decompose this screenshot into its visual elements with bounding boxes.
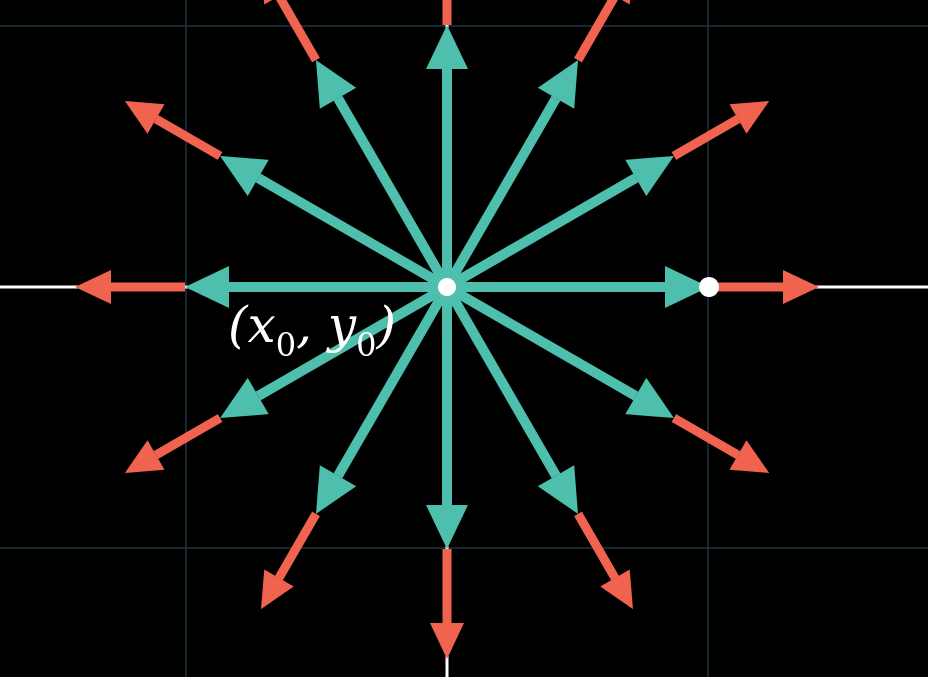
red-vector-240	[261, 511, 320, 610]
red-vector-210	[124, 414, 223, 473]
red-vector-120	[263, 0, 320, 63]
red-vector-set	[75, 0, 819, 659]
red-vector-60	[574, 0, 631, 63]
red-vector-270	[430, 549, 464, 659]
label-comma: ,	[296, 296, 328, 354]
red-vector-180-head	[75, 270, 111, 304]
red-vector-330-head	[729, 440, 770, 473]
teal-vector-120	[316, 60, 452, 290]
teal-vector-240-head	[316, 465, 357, 514]
teal-vector-240	[316, 284, 452, 514]
teal-vector-0	[447, 266, 709, 308]
teal-vector-120-shaft	[333, 95, 452, 290]
teal-vector-30-head	[625, 156, 674, 197]
teal-vector-150-head	[220, 156, 269, 197]
red-vector-270-head	[430, 623, 464, 659]
red-vector-330	[671, 414, 770, 473]
origin-point	[438, 278, 456, 296]
teal-vector-270-head	[426, 505, 468, 549]
red-vector-240-shaft	[275, 511, 320, 581]
red-vector-150-head	[124, 101, 165, 134]
red-vector-60-head	[621, 0, 631, 5]
teal-vector-30	[444, 156, 674, 292]
red-vector-300-head	[600, 569, 633, 610]
label-open-paren: (	[228, 296, 248, 354]
red-vector-120-shaft	[276, 0, 320, 63]
unit-marker-point	[699, 277, 719, 297]
label-x-subscript: 0	[275, 326, 297, 364]
teal-vector-180	[185, 266, 447, 308]
red-vector-150-shaft	[153, 115, 223, 160]
label-x: x	[247, 296, 276, 354]
red-vector-330-shaft	[671, 414, 741, 459]
teal-vector-210-head	[220, 377, 269, 418]
teal-vector-330-shaft	[444, 282, 639, 401]
red-vector-300	[574, 511, 633, 610]
teal-vector-90	[426, 25, 468, 287]
teal-vector-30-shaft	[444, 173, 639, 292]
red-vector-0-head	[783, 270, 819, 304]
points	[438, 277, 719, 297]
teal-vector-300-head	[537, 465, 578, 514]
teal-vector-330-head	[625, 377, 674, 418]
label-y-subscript: 0	[356, 326, 377, 364]
red-vector-30-head	[729, 101, 770, 134]
teal-vector-60	[442, 60, 578, 290]
point-label-x0-y0: (x0, y0)	[228, 300, 396, 361]
red-vector-30	[671, 101, 770, 160]
red-vector-240-head	[261, 569, 294, 610]
label-close-paren: )	[376, 296, 396, 354]
teal-vector-120-head	[316, 60, 357, 109]
red-vector-60-shaft	[574, 0, 618, 63]
red-vector-180	[75, 270, 185, 304]
teal-vector-210-shaft	[255, 282, 450, 401]
teal-vector-60-head	[537, 60, 578, 109]
teal-vector-300	[442, 284, 578, 514]
teal-vector-180-head	[185, 266, 229, 308]
label-y: y	[327, 296, 357, 354]
red-vector-120-head	[263, 0, 273, 5]
red-vector-30-shaft	[671, 115, 741, 160]
teal-vector-210	[220, 282, 450, 418]
teal-vector-90-head	[426, 25, 468, 69]
red-vector-300-shaft	[574, 511, 619, 581]
teal-vector-270	[426, 287, 468, 549]
red-vector-210-head	[124, 440, 165, 473]
red-vector-150	[124, 101, 223, 160]
teal-vector-60-shaft	[442, 95, 561, 290]
teal-vector-300-shaft	[442, 284, 561, 479]
teal-vector-150-shaft	[255, 173, 450, 292]
teal-vector-0-head	[665, 266, 709, 308]
teal-vector-150	[220, 156, 450, 292]
teal-vector-set	[185, 25, 709, 549]
red-vector-90	[442, 0, 452, 25]
teal-vector-330	[444, 282, 674, 418]
red-vector-0	[709, 270, 819, 304]
red-vector-210-shaft	[153, 414, 223, 459]
teal-vector-240-shaft	[333, 284, 452, 479]
